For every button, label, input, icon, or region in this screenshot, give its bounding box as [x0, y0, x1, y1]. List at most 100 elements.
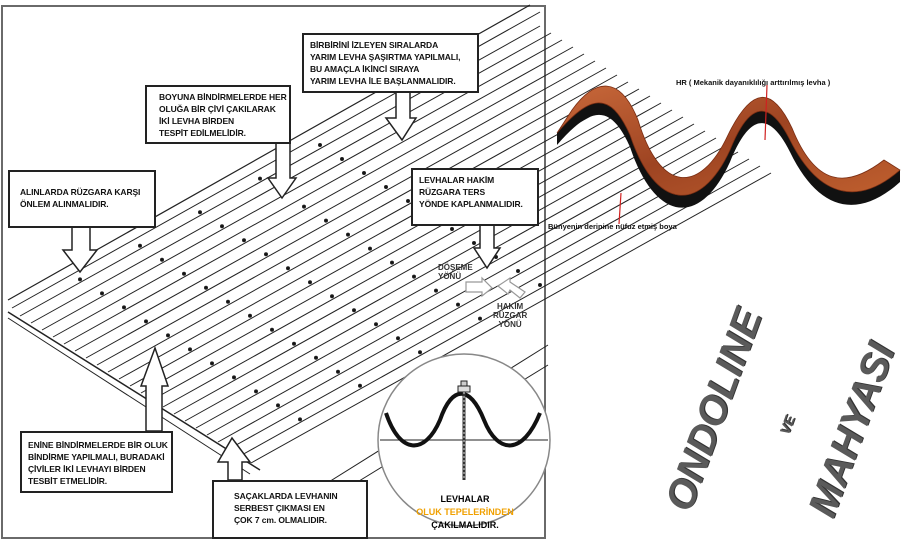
caption-line: LEVHALAR	[440, 494, 490, 504]
roof-line	[162, 116, 684, 408]
arrow-eaves	[216, 436, 252, 481]
nail-dot	[248, 313, 252, 318]
callout-line: ÇOK 7 cm. OLMALIDIR.	[234, 515, 327, 525]
callout-line: BİNDİRME YAPILMALI, BURADAKİ	[28, 452, 165, 462]
callout-line: ÇİVİLER İKİ LEVHAYI BİRDEN	[28, 464, 146, 474]
roof-line	[184, 130, 706, 422]
roof-line	[118, 88, 640, 380]
callout-line: TESBİT ETMELİDİR.	[28, 476, 108, 486]
nail-dot	[374, 322, 378, 327]
roof-line	[96, 74, 618, 366]
paint-pointer	[618, 192, 622, 225]
label-line: YÖNÜ	[498, 320, 522, 329]
label-line: DÖŞEME	[438, 263, 473, 272]
callout-line: YARIM LEVHA İLE BAŞLANMALIDIR.	[310, 76, 456, 86]
nail-dot	[122, 305, 126, 310]
nail-dot	[384, 185, 388, 189]
nail-dot	[406, 199, 410, 203]
nail-dot	[516, 269, 520, 273]
nail-dot	[434, 288, 438, 293]
roof-line	[107, 81, 629, 373]
ondoline-sheet-profile	[556, 84, 901, 225]
arrow-gable	[61, 226, 99, 274]
callout-line: ALINLARDA RÜZGARA KARŞI	[20, 187, 141, 197]
nail-dot	[144, 319, 148, 324]
nail-dot	[346, 232, 350, 237]
sheet-profile-detail	[384, 391, 542, 448]
callout-line: YÖNDE KAPLANMALIDIR.	[419, 199, 523, 209]
nail-dot	[396, 336, 400, 341]
nail-dot	[308, 280, 312, 285]
hr-pointer	[764, 84, 768, 141]
callout-line: ÖNLEM ALINMALIDIR.	[20, 199, 109, 209]
nail-dot	[318, 143, 322, 147]
laying-direction-label: DÖŞEME YÖNÜ	[438, 263, 473, 281]
hr-label: HR ( Mekanik dayanıklılığı arttırılmış l…	[676, 78, 831, 87]
roof-line	[85, 67, 607, 359]
nail-dot	[210, 361, 214, 366]
roof-line	[140, 102, 662, 394]
nail-dot	[138, 243, 142, 248]
detail-caption: LEVHALAR OLUK TEPELERİNDEN ÇAKILMALIDIR.	[395, 493, 535, 532]
nail-dot	[166, 333, 170, 338]
roof-line	[195, 137, 717, 429]
roof-line	[151, 109, 673, 401]
roof-line	[173, 123, 695, 415]
label-line: HAKİM	[497, 302, 524, 311]
roof-line	[7, 317, 251, 475]
arrow-transverse	[139, 345, 170, 432]
nail-dot	[232, 375, 236, 380]
nail-dot	[314, 355, 318, 360]
callout-line: ENİNE BİNDİRMELERDE BİR OLUK	[28, 440, 168, 450]
nail-dot	[412, 274, 416, 279]
nail-dot	[340, 157, 344, 161]
roof-line	[7, 311, 261, 471]
nail-dot	[450, 227, 454, 231]
nail-dot	[330, 294, 334, 299]
nail-dot	[456, 302, 460, 307]
nail-dot	[368, 246, 372, 251]
nail-dot	[220, 224, 224, 229]
roof-line	[129, 95, 651, 387]
nail-dot	[270, 327, 274, 332]
nail-dot	[258, 176, 262, 181]
callout-line: LEVHALAR HAKİM	[419, 175, 495, 185]
callout-wind: LEVHALAR HAKİM RÜZGARA TERS YÖNDE KAPLAN…	[411, 168, 539, 226]
callout-gable: ALINLARDA RÜZGARA KARŞI ÖNLEM ALINMALIDI…	[8, 170, 156, 228]
callout-line: OLUĞA BİR ÇİVİ ÇAKILARAK	[159, 104, 276, 114]
wind-direction-arrow	[496, 276, 526, 299]
nail-dot	[538, 283, 542, 287]
callout-eaves: SAÇAKLARDA LEVHANIN SERBEST ÇIKMASI EN Ç…	[212, 480, 368, 539]
nail-dot	[276, 403, 280, 408]
callout-line: SERBEST ÇIKMASI EN	[234, 503, 325, 513]
callout-transverse: ENİNE BİNDİRMELERDE BİR OLUK BİNDİRME YA…	[20, 431, 173, 493]
arrow-stagger	[384, 91, 418, 142]
roof-line	[239, 165, 761, 457]
caption-highlight: OLUK TEPELERİNDEN	[416, 507, 514, 517]
nail-dot	[352, 308, 356, 313]
nail-dot	[286, 266, 290, 271]
nail-dot	[100, 291, 104, 296]
nail-dot	[204, 285, 208, 290]
callout-line: SAÇAKLARDA LEVHANIN	[234, 491, 338, 501]
callout-line: TESPİT EDİLMELİDİR.	[159, 128, 246, 138]
roof-line	[217, 151, 739, 443]
nail-dot	[418, 350, 422, 355]
nail-dot	[298, 417, 302, 422]
callout-line: RÜZGARA TERS	[419, 187, 486, 197]
callout-longitudinal: BOYUNA BİNDİRMELERDE HER OLUĞA BİR ÇİVİ …	[145, 85, 291, 144]
nail-dot	[292, 341, 296, 346]
wind-direction-label: HAKİM RÜZGAR YÖNÜ	[493, 302, 527, 329]
nail-dot	[324, 218, 328, 223]
nail-dot	[478, 316, 482, 321]
callout-line: YARIM LEVHA ŞAŞIRTMA YAPILMALI,	[310, 52, 461, 62]
callout-line: BİRBİRİNİ İZLEYEN SIRALARDA	[310, 40, 439, 50]
label-line: RÜZGAR	[493, 311, 528, 320]
nail-dot	[358, 383, 362, 388]
roof-line	[74, 60, 596, 352]
nail-dot	[182, 271, 186, 276]
label-line: YÖNÜ	[438, 272, 462, 281]
roof-line	[52, 46, 574, 338]
